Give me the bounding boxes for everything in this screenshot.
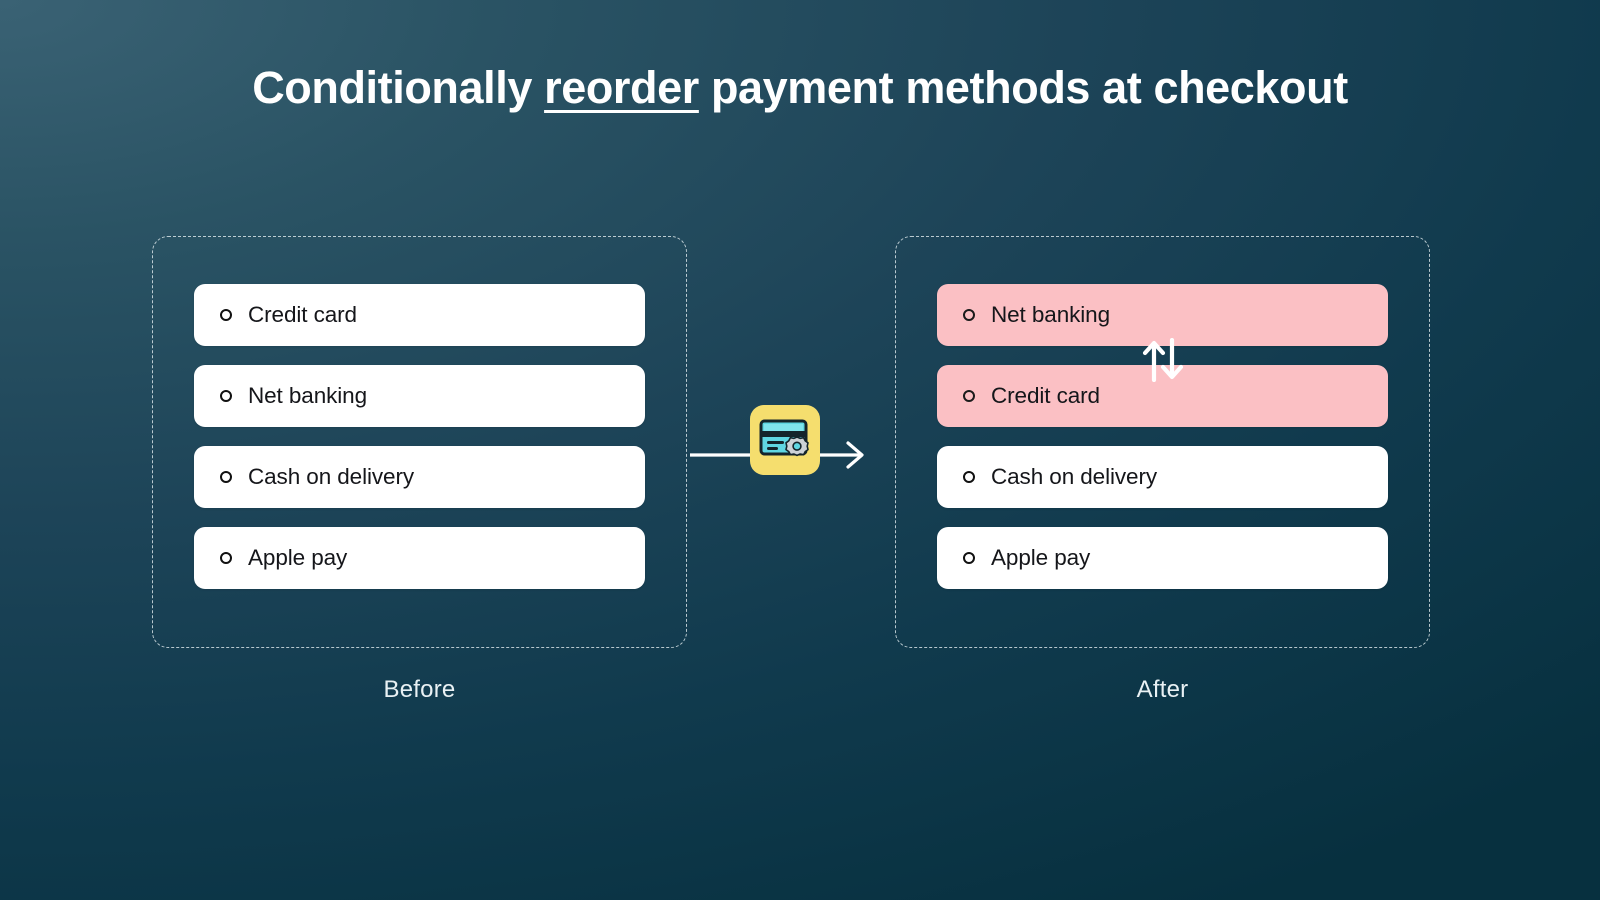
payment-method-label: Net banking xyxy=(991,301,1110,327)
title-highlight-reorder: reorder xyxy=(544,62,699,113)
payment-method-row[interactable]: Credit card xyxy=(937,365,1388,427)
radio-icon[interactable] xyxy=(220,309,232,321)
payment-method-label: Apple pay xyxy=(248,544,348,570)
page-title-wrap: Conditionally reorder payment methods at… xyxy=(0,62,1600,114)
comparison-stage: Credit card Net banking Cash on delivery… xyxy=(0,236,1600,703)
payment-method-label: Net banking xyxy=(248,382,367,408)
payment-method-label: Cash on delivery xyxy=(248,463,414,489)
radio-icon[interactable] xyxy=(963,552,975,564)
payment-method-row[interactable]: Cash on delivery xyxy=(937,446,1388,508)
payment-method-row[interactable]: Credit card xyxy=(194,284,645,346)
payment-method-row[interactable]: Apple pay xyxy=(937,527,1388,589)
title-part-before: Conditionally xyxy=(252,62,545,113)
after-caption: After xyxy=(1136,676,1189,703)
payment-card-settings-icon xyxy=(750,405,820,475)
radio-icon[interactable] xyxy=(220,390,232,402)
payment-method-row[interactable]: Apple pay xyxy=(194,527,645,589)
transition-group xyxy=(688,236,873,648)
before-caption: Before xyxy=(383,676,456,703)
credit-card-gear-glyph xyxy=(759,419,809,457)
payment-method-label: Credit card xyxy=(991,382,1100,408)
before-payment-method-list: Credit card Net banking Cash on delivery… xyxy=(194,284,645,589)
title-part-after: payment methods at checkout xyxy=(698,62,1348,113)
radio-icon[interactable] xyxy=(963,471,975,483)
radio-icon[interactable] xyxy=(963,309,975,321)
after-panel: Net banking Credit card Cash on delivery… xyxy=(895,236,1430,648)
radio-icon[interactable] xyxy=(963,390,975,402)
radio-icon[interactable] xyxy=(220,552,232,564)
payment-method-label: Apple pay xyxy=(991,544,1091,570)
payment-method-row[interactable]: Net banking xyxy=(937,284,1388,346)
page-title: Conditionally reorder payment methods at… xyxy=(252,62,1348,114)
before-panel: Credit card Net banking Cash on delivery… xyxy=(152,236,687,648)
payment-method-label: Cash on delivery xyxy=(991,463,1157,489)
after-payment-method-list: Net banking Credit card Cash on delivery… xyxy=(937,284,1388,589)
payment-method-row[interactable]: Cash on delivery xyxy=(194,446,645,508)
payment-method-row[interactable]: Net banking xyxy=(194,365,645,427)
radio-icon[interactable] xyxy=(220,471,232,483)
payment-method-label: Credit card xyxy=(248,301,357,327)
